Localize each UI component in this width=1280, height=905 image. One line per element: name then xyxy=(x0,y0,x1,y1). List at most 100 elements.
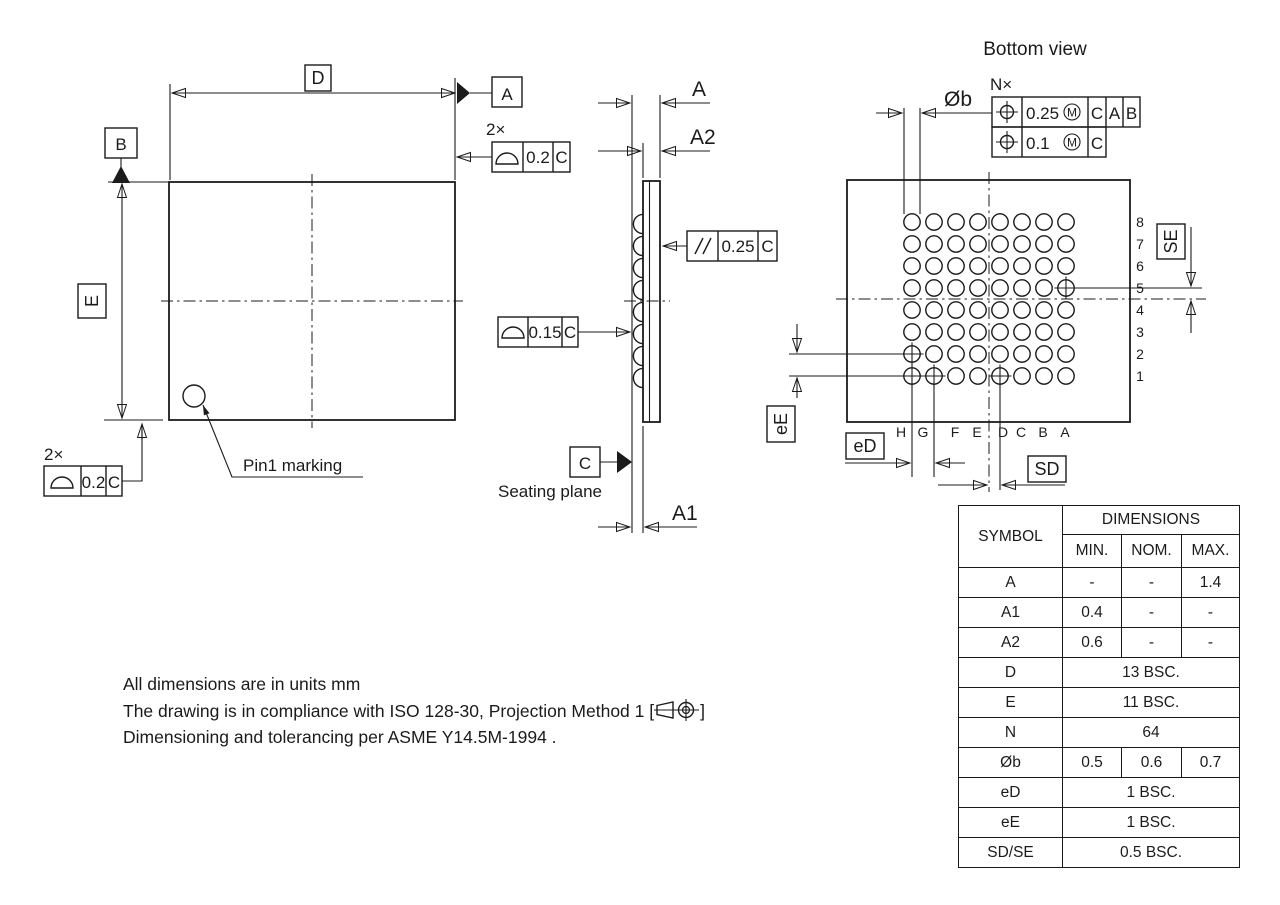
ball-C4 xyxy=(1013,301,1031,319)
parallelism-symbol-icon xyxy=(702,237,712,255)
col-label-C: C xyxy=(1016,424,1026,440)
fcf-datum: C xyxy=(761,237,773,256)
dimensions-table: SYMBOL DIMENSIONS MIN. NOM. MAX. A - - 1… xyxy=(958,505,1240,868)
nom-cell: 0.6 xyxy=(1121,747,1182,778)
row-label-6: 6 xyxy=(1136,258,1144,274)
ball-C3 xyxy=(1013,323,1031,341)
fcf-count-label: 2× xyxy=(44,445,63,464)
note-line-2-bracket: ] xyxy=(700,701,705,722)
ball-E4 xyxy=(969,301,987,319)
pin1-leader-line xyxy=(202,404,363,478)
side-view-balls xyxy=(632,213,644,389)
ball-E3 xyxy=(969,323,987,341)
fcf-tolerance: 0.1 xyxy=(1026,134,1050,153)
col-label-D: D xyxy=(998,424,1008,440)
ball-D5 xyxy=(991,279,1009,297)
ball-C1 xyxy=(1013,367,1031,385)
profile-symbol-icon xyxy=(501,326,525,339)
table-row: eD 1 BSC. xyxy=(958,777,1240,808)
ball-G6 xyxy=(925,257,943,275)
ball-B7 xyxy=(1035,235,1053,253)
dim-e-label: E xyxy=(82,295,102,307)
ball-E5 xyxy=(969,279,987,297)
table-row: A - - 1.4 xyxy=(958,567,1240,598)
ball-D4 xyxy=(991,301,1009,319)
seating-plane-label: Seating plane xyxy=(498,482,602,501)
side-ball xyxy=(632,367,644,389)
table-row: Øb 0.5 0.6 0.7 xyxy=(958,747,1240,778)
mmc-modifier-letter: M xyxy=(1067,106,1077,120)
span-cell: 1 BSC. xyxy=(1062,807,1240,838)
ball-B6 xyxy=(1035,257,1053,275)
row-label-4: 4 xyxy=(1136,302,1144,318)
max-cell: - xyxy=(1181,627,1240,658)
ball-C5 xyxy=(1013,279,1031,297)
ball-F6 xyxy=(947,257,965,275)
fcf-datum: C xyxy=(564,323,576,342)
ball-A7 xyxy=(1057,235,1075,253)
span-cell: 64 xyxy=(1062,717,1240,748)
span-cell: 0.5 BSC. xyxy=(1062,837,1240,868)
mmc-modifier-icon xyxy=(1063,103,1081,121)
max-cell: 0.7 xyxy=(1181,747,1240,778)
ball-H4 xyxy=(903,301,921,319)
ball-F1 xyxy=(947,367,965,385)
datum-c-triangle-icon xyxy=(617,451,632,473)
ball-A2 xyxy=(1057,345,1075,363)
datum-a-triangle-icon xyxy=(457,82,470,104)
symbol-cell: A2 xyxy=(958,627,1063,658)
dim-ed-box xyxy=(845,432,885,460)
ball-count-label: N× xyxy=(990,75,1012,94)
col-label-B: B xyxy=(1038,424,1047,440)
ball-D8 xyxy=(991,213,1009,231)
fcf-datum: C xyxy=(1091,134,1103,153)
min-cell: 0.6 xyxy=(1062,627,1122,658)
bottom-view-title: Bottom view xyxy=(983,39,1087,60)
span-cell: 11 BSC. xyxy=(1062,687,1240,718)
ball-D7 xyxy=(991,235,1009,253)
ball-D6 xyxy=(991,257,1009,275)
profile-symbol-icon xyxy=(50,476,74,489)
dim-sd-label: SD xyxy=(1034,459,1059,479)
col-label-G: G xyxy=(918,424,929,440)
note-line-2-text: The drawing is in compliance with ISO 12… xyxy=(123,701,655,722)
dim-sd-box xyxy=(1027,455,1067,483)
ball-C8 xyxy=(1013,213,1031,231)
dim-ed-label: eD xyxy=(853,436,876,456)
symbol-cell: SD/SE xyxy=(958,837,1063,868)
datum-b-label: B xyxy=(115,135,126,154)
ball-H7 xyxy=(903,235,921,253)
symbol-cell: N xyxy=(958,717,1063,748)
dim-se-label: SE xyxy=(1161,229,1181,253)
table-header-symbol: SYMBOL xyxy=(958,505,1063,568)
row-label-2: 2 xyxy=(1136,346,1144,362)
ball-H3 xyxy=(903,323,921,341)
ball-H5 xyxy=(903,279,921,297)
dim-d-box xyxy=(304,64,332,92)
min-cell: 0.5 xyxy=(1062,747,1122,778)
dim-a-label: A xyxy=(692,78,706,101)
ball-B2 xyxy=(1035,345,1053,363)
table-row: eE 1 BSC. xyxy=(958,807,1240,838)
fcf-leader xyxy=(122,430,143,482)
side-ball xyxy=(632,301,644,323)
fcf-count-label: 2× xyxy=(486,120,505,139)
row-label-1: 1 xyxy=(1136,368,1144,384)
note-line-3: Dimensioning and tolerancing per ASME Y1… xyxy=(123,726,557,747)
ball-C2 xyxy=(1013,345,1031,363)
dim-e-box xyxy=(77,283,107,319)
fcf-datum: C xyxy=(555,148,567,167)
dim-ee-label: eE xyxy=(771,413,791,435)
dim-ee-box xyxy=(766,405,796,443)
profile-symbol-icon xyxy=(495,152,519,165)
ball-G4 xyxy=(925,301,943,319)
ball-E7 xyxy=(969,235,987,253)
ball-G3 xyxy=(925,323,943,341)
ball-B5 xyxy=(1035,279,1053,297)
table-row: SD/SE 0.5 BSC. xyxy=(958,837,1240,868)
row-label-3: 3 xyxy=(1136,324,1144,340)
dim-d-label: D xyxy=(312,68,325,88)
